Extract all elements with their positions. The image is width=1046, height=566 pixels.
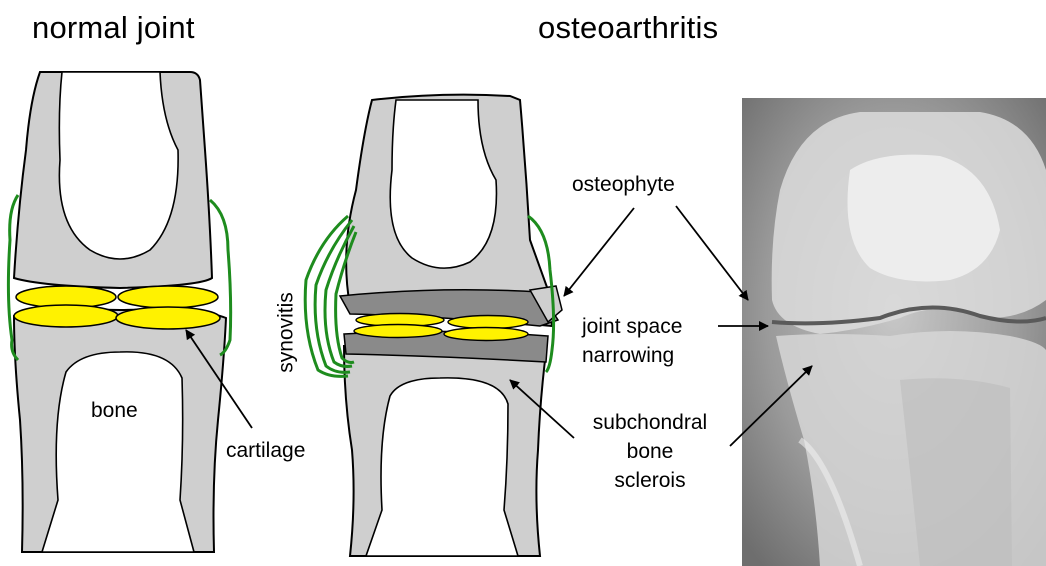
normal-cartilage — [118, 286, 218, 308]
knee-xray-image — [742, 98, 1046, 566]
osteophyte-arrow-1 — [564, 208, 634, 296]
normal-joint-title: normal joint — [32, 10, 195, 46]
normal-cartilage — [14, 305, 118, 327]
oa-lower-marrow — [366, 378, 518, 556]
bone-label: bone — [91, 396, 138, 425]
joint-space-line-1: joint space — [582, 312, 682, 341]
normal-upper-marrow — [59, 72, 178, 259]
subchondral-line-2: bone — [578, 437, 722, 466]
normal-lower-marrow — [42, 352, 194, 552]
oa-joint-diagram — [305, 95, 562, 556]
oa-cartilage — [354, 325, 442, 338]
subchondral-line-1: subchondral — [578, 408, 722, 437]
normal-cartilage — [116, 307, 220, 329]
subchondral-sclerosis-label: subchondral bone sclerois — [578, 408, 722, 495]
oa-cartilage — [444, 328, 528, 341]
synovitis-label: synovitis — [272, 283, 301, 383]
subchondral-line-3: sclerois — [578, 466, 722, 495]
cartilage-label: cartilage — [226, 436, 305, 465]
normal-joint-diagram — [8, 72, 230, 552]
joint-space-line-2: narrowing — [582, 341, 682, 370]
oa-cartilage — [448, 316, 528, 329]
osteophyte-arrow-2 — [676, 206, 748, 300]
joint-space-narrowing-label: joint space narrowing — [582, 312, 682, 370]
osteoarthritis-title: osteoarthritis — [538, 10, 718, 46]
osteophyte-label: osteophyte — [572, 170, 675, 199]
